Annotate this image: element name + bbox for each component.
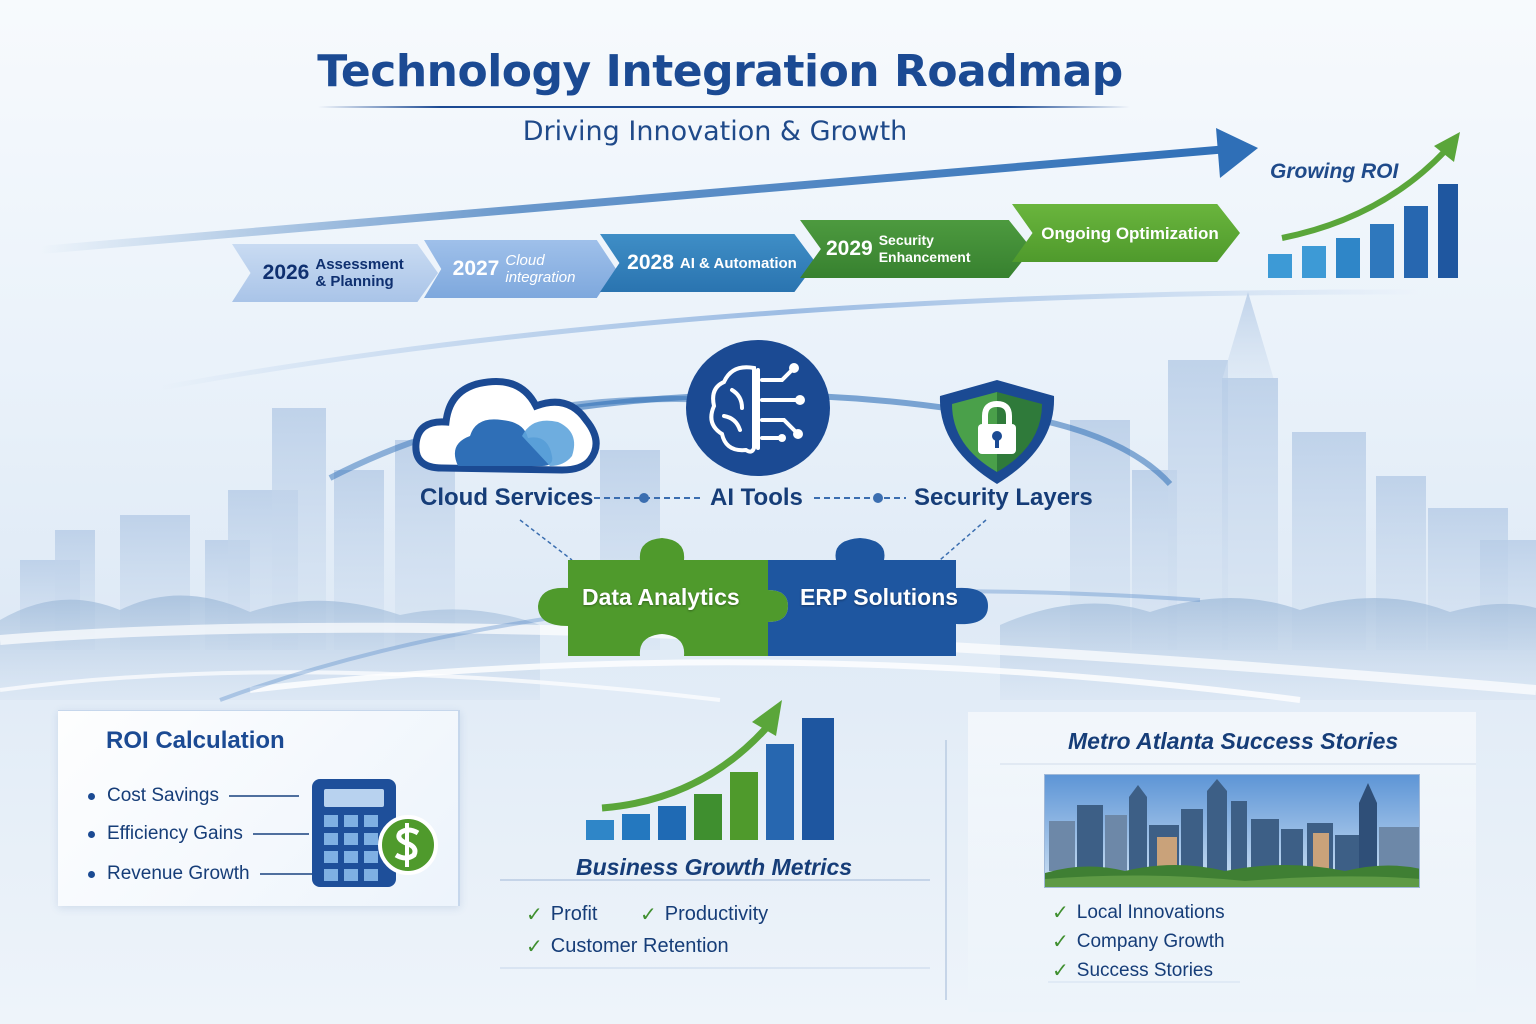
security-layers-label: Security Layers — [914, 484, 1093, 511]
shield-lock-icon — [939, 380, 1055, 484]
leader-line — [252, 833, 309, 835]
metric-label: Customer Retention — [550, 935, 729, 957]
business-growth-metrics-title: Business Growth Metrics — [576, 854, 853, 880]
puzzle-icon — [538, 538, 988, 656]
roi-calculation-panel: ROI Calculation Cost Savings Efficiency … — [58, 710, 460, 906]
brain-circuit-icon — [686, 340, 830, 476]
list-item: ✓ Productivity — [640, 902, 768, 927]
checkmark-icon: ✓ — [1052, 902, 1069, 924]
timeline-step-2026[interactable]: 2026 Assessment & Planning — [232, 244, 438, 302]
list-item: ✓ Company Growth — [1052, 929, 1225, 954]
roi-item-label: Cost Savings — [107, 785, 219, 806]
story-label: Local Innovations — [1076, 901, 1225, 923]
list-item: ✓ Local Innovations — [1052, 900, 1225, 925]
title-divider — [318, 106, 1130, 108]
timeline-label: Assessment & Planning — [315, 256, 404, 290]
roi-bar — [1404, 206, 1428, 278]
timeline-step-2027[interactable]: 2027 Cloud integration — [424, 240, 616, 298]
bar-chart-up-arrow-icon — [1268, 132, 1460, 278]
timeline-label: Cloud integration — [505, 252, 576, 286]
metric-label: Productivity — [664, 903, 769, 925]
story-label: Success Stories — [1076, 959, 1213, 981]
roi-bar — [1336, 238, 1360, 278]
roi-calculation-title: ROI Calculation — [106, 727, 285, 754]
story-label: Company Growth — [1076, 930, 1225, 952]
roi-bar — [1438, 184, 1458, 278]
data-analytics-piece — [538, 538, 788, 656]
timeline-step-2029[interactable]: 2029 Security Enhancement — [800, 220, 1032, 278]
growing-roi-title: Growing ROI — [1270, 160, 1399, 183]
timeline-label: Ongoing Optimization — [1041, 223, 1219, 243]
timeline-year: 2027 — [452, 257, 500, 280]
list-item: Efficiency Gains — [88, 823, 309, 845]
metric-label: Profit — [550, 903, 598, 925]
bullet-icon — [88, 870, 95, 878]
roi-bar — [1370, 224, 1394, 278]
checkmark-icon: ✓ — [526, 904, 543, 926]
timeline-year: 2029 — [826, 237, 873, 260]
success-stories-title: Metro Atlanta Success Stories — [1068, 728, 1399, 754]
timeline-step-ongoing[interactable]: Ongoing Optimization — [1012, 204, 1240, 262]
timeline-step-2028[interactable]: 2028 AI & Automation — [600, 234, 816, 292]
list-item: ✓ Customer Retention — [526, 934, 729, 959]
cloud-services-label: Cloud Services — [420, 484, 594, 511]
list-item: Cost Savings — [88, 785, 299, 807]
timeline-year: 2028 — [627, 251, 674, 274]
growth-bar-chart-icon — [586, 700, 834, 840]
leader-line — [228, 795, 299, 797]
leader-line — [259, 873, 314, 875]
checkmark-icon: ✓ — [1052, 960, 1069, 982]
ai-tools-label: AI Tools — [710, 484, 803, 511]
list-item: Revenue Growth — [88, 863, 314, 885]
checkmark-icon: ✓ — [1052, 931, 1069, 953]
page-subtitle: Driving Innovation & Growth — [522, 116, 908, 147]
roi-bar — [1268, 254, 1292, 278]
atlanta-skyline-image — [1044, 774, 1420, 888]
list-item: ✓ Success Stories — [1052, 958, 1213, 983]
checkmark-icon: ✓ — [526, 936, 543, 958]
roi-item-label: Revenue Growth — [107, 863, 250, 884]
timeline-label: Security Enhancement — [878, 232, 971, 265]
cloud-icon — [412, 378, 600, 474]
timeline-label: AI & Automation — [679, 254, 797, 272]
roi-bar — [1302, 246, 1326, 278]
data-analytics-label: Data Analytics — [582, 584, 740, 610]
bullet-icon — [88, 792, 95, 800]
bullet-icon — [88, 830, 95, 838]
list-item: ✓ Profit — [526, 902, 597, 927]
erp-solutions-piece — [768, 538, 988, 656]
erp-solutions-label: ERP Solutions — [800, 584, 959, 610]
checkmark-icon: ✓ — [640, 904, 657, 926]
page-title: Technology Integration Roadmap — [317, 46, 1123, 97]
timeline-year: 2026 — [262, 261, 310, 284]
roi-item-label: Efficiency Gains — [107, 823, 243, 844]
calculator-dollar-icon — [312, 779, 438, 887]
